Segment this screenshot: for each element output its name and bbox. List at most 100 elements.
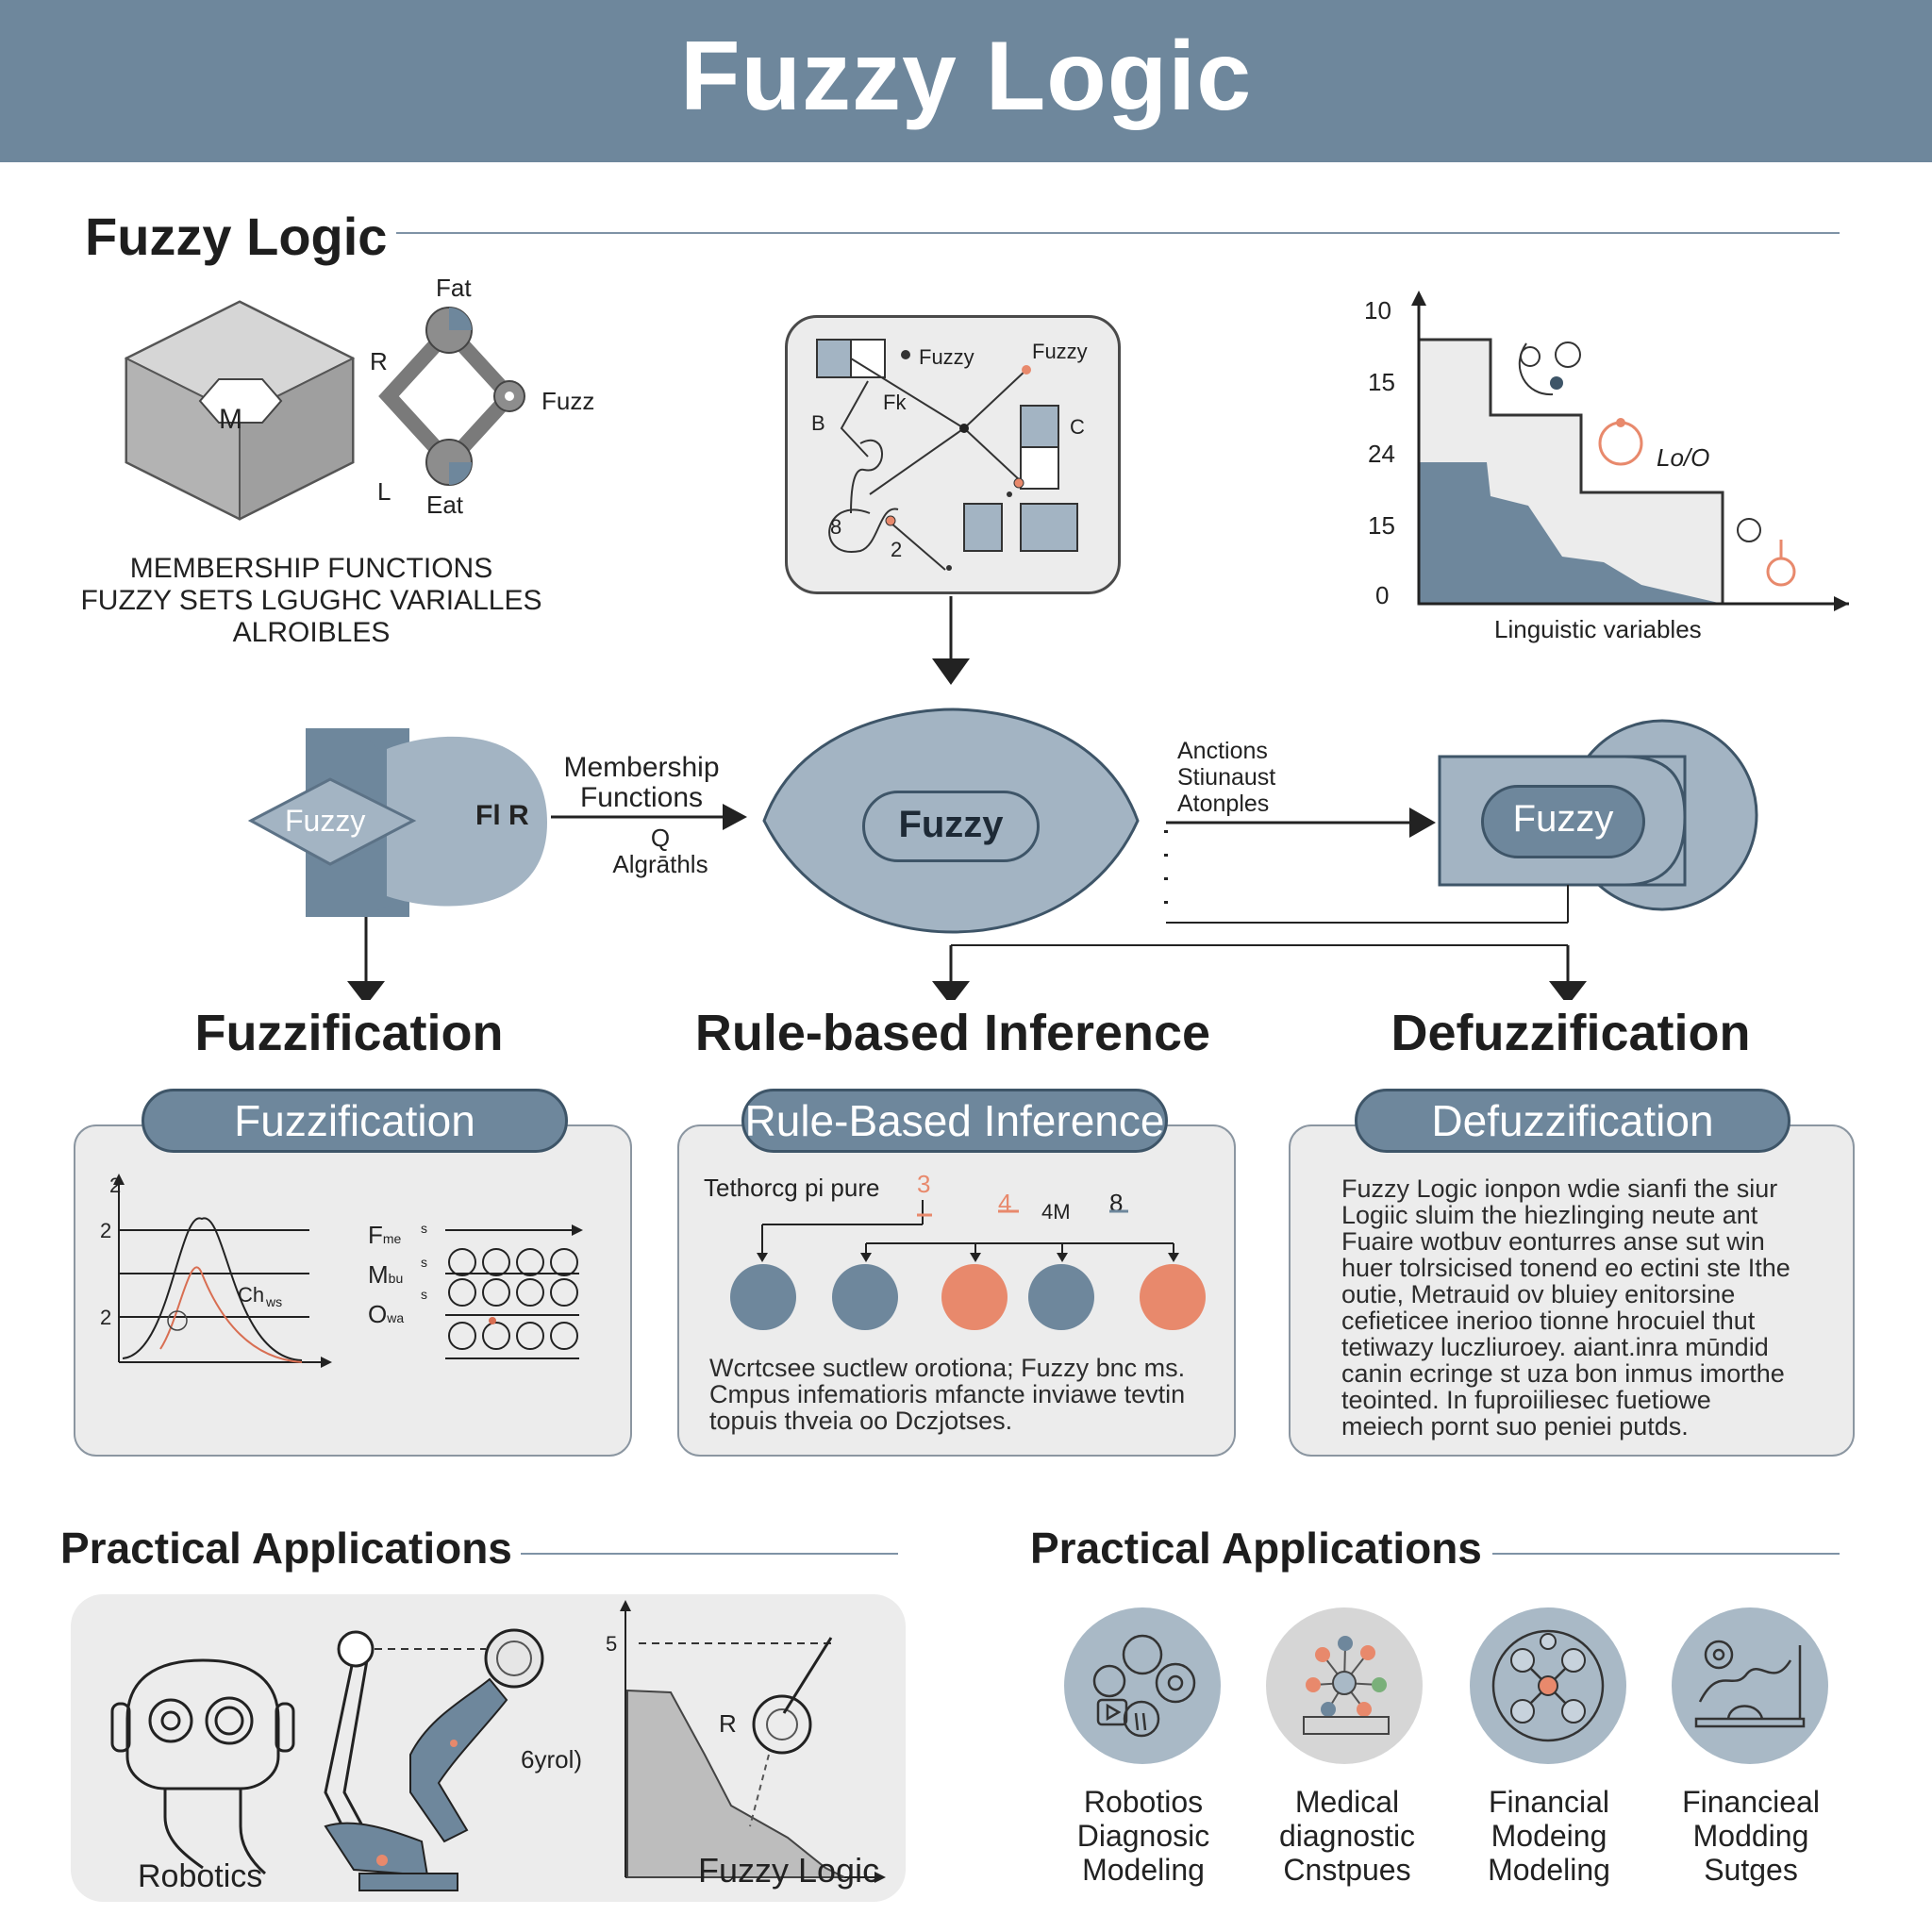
fuzzification-graph: [113, 1174, 583, 1368]
inference-node: [941, 1264, 1008, 1330]
fuzz-ylabel: 2: [109, 1174, 122, 1197]
header-banner: [0, 0, 1932, 162]
inference-line: Wcrtcsee suctlew orotiona; Fuzzy bnc ms.: [709, 1354, 1186, 1382]
diamond-label-bottom-left: L: [377, 477, 391, 506]
fuzz-ylabel: 2: [100, 1306, 112, 1329]
fuzz-row-mark: s: [421, 1221, 427, 1236]
defuzz-line: Fuzzy Logic ionpon wdie sianfi the siur: [1341, 1174, 1778, 1203]
inference-heading: Tethorcg pi pure: [704, 1174, 880, 1202]
defuzz-line: canin ecringe st uza bon inmus imorthe: [1341, 1359, 1785, 1388]
defuzz-line: teointed. In fuproiiliesec fuetiowe: [1341, 1386, 1711, 1414]
app-item-label: Medical diagnostic Cnstpues: [1243, 1785, 1451, 1887]
inference-line: Cmpus infematioris mfancte inviawe tevti…: [709, 1380, 1186, 1408]
defuzzification-paragraph: Fuzzy Logic ionpon wdie sianfi the siur …: [1341, 1175, 1841, 1440]
network-label: 2: [891, 538, 903, 561]
stage-title-inference: Rule-based Inference: [694, 1005, 1211, 1061]
actions-line: Anctions: [1177, 738, 1268, 764]
intro-caption: MEMBERSHIP FUNCTIONS FUZZY SETS LGUGHC V…: [75, 553, 547, 649]
app-item-line: Cnstpues: [1283, 1853, 1411, 1887]
inference-paragraph: Wcrtcsee suctlew orotiona; Fuzzy bnc ms.…: [709, 1355, 1219, 1434]
hexagon-center-label: M: [219, 404, 242, 435]
step-chart: [1411, 291, 1849, 611]
diamond-label-left: R: [370, 347, 388, 375]
app-item-line: Modeling: [1488, 1853, 1610, 1887]
membership-circle-grid: [448, 1248, 578, 1350]
defuzz-line: Fuaire wotbuv eonturres anse sut win: [1341, 1227, 1765, 1256]
diamond-label-bottom: Eat: [426, 491, 464, 519]
network-diagram: [816, 339, 1078, 571]
medical-network-icon: [1266, 1607, 1423, 1764]
app-item-label: Financieal Modding Sutges: [1647, 1785, 1855, 1887]
stage-title-defuzzification: Defuzzification: [1391, 1005, 1751, 1061]
app-item-line: Robotios: [1083, 1785, 1204, 1819]
robot-head-icon: [110, 1658, 295, 1875]
caption-line: ALROIBLES: [232, 617, 391, 648]
page-title: Fuzzy Logic: [679, 22, 1253, 131]
diamond-label-top: Fat: [436, 274, 472, 302]
applications-mini-chart: [620, 1600, 886, 1883]
algorithms-line: Algrāthls: [612, 850, 708, 878]
fuzz-row-mark: s: [421, 1255, 427, 1270]
financial-chart-icon: [1672, 1607, 1828, 1764]
network-label: C: [1070, 415, 1085, 439]
fuzz-row-sub: me: [382, 1231, 402, 1246]
algorithms-label: Q Algrāthls: [566, 824, 755, 877]
financial-network-icon: [1470, 1607, 1626, 1764]
defuzz-line: Logiic sluim the hiezlinging neute ant: [1341, 1201, 1758, 1229]
membership-line: Membership: [563, 752, 720, 783]
inference-node: [1028, 1264, 1094, 1330]
app-arm-label: 6yrol): [521, 1745, 583, 1774]
defuzz-line: tetiwazy luczliuroey. aiant.inra mūndid: [1341, 1333, 1769, 1361]
fuzz-row-letter: F: [368, 1221, 383, 1249]
fuzz-row-letter: O: [368, 1300, 388, 1328]
flow-left-node-label: Fuzzy: [285, 804, 366, 838]
fuzz-ylabel: 2: [100, 1219, 112, 1242]
actions-line: Atonples: [1177, 791, 1270, 817]
app-chart-r-label: R: [719, 1709, 737, 1738]
actions-label: Anctions Stiunaust Atonples: [1177, 738, 1275, 817]
fuzz-row-label: Owa: [368, 1300, 404, 1329]
defuzz-line: meiech pornt suo peniei putds.: [1341, 1412, 1689, 1441]
fuzzification-pill: Fuzzification: [142, 1089, 568, 1153]
caption-line: MEMBERSHIP FUNCTIONS: [129, 553, 493, 584]
membership-functions-label: Membership Functions: [547, 753, 736, 813]
section-rule: [521, 1553, 898, 1555]
flow-center-label: Fuzzy: [898, 804, 1004, 845]
flow-right-label: Fuzzy: [1512, 798, 1614, 840]
fuzz-curve-sub: ws: [266, 1294, 283, 1309]
app-item-line: Modding: [1692, 1819, 1809, 1853]
network-label: B: [811, 411, 825, 435]
inference-node: [730, 1264, 796, 1330]
app-robot-label: Robotics: [138, 1858, 263, 1894]
fuzzification-panel: [74, 1124, 632, 1457]
section-title-applications-right: Practical Applications: [1030, 1524, 1482, 1573]
caption-line: FUZZY SETS LGUGHC VARIALLES: [80, 585, 542, 616]
fuzz-curve-label: Ch: [238, 1283, 265, 1307]
fuzz-row-label: Fme: [368, 1221, 401, 1250]
diamond-label-right: Fuzz: [541, 387, 595, 415]
app-item-line: Financieal: [1682, 1785, 1820, 1819]
app-item-line: diagnostic: [1278, 1819, 1416, 1853]
app-item-label: Financial Modeing Modeling: [1445, 1785, 1653, 1887]
app-item-label: Robotios Diagnosic Modeling: [1040, 1785, 1247, 1887]
app-chart-caption: Fuzzy Logic: [698, 1851, 880, 1890]
app-item-line: Diagnosic: [1076, 1819, 1210, 1853]
section-rule: [396, 232, 1840, 234]
inference-tree: [757, 1200, 1179, 1262]
app-item-line: Financial: [1488, 1785, 1610, 1819]
defuzz-line: outie, Metrauid ov bluiey enitorsine: [1341, 1280, 1736, 1308]
stage-title-fuzzification: Fuzzification: [194, 1005, 504, 1061]
defuzz-line: huer tolrsicised tonend eo ectini ste It…: [1341, 1254, 1790, 1282]
inference-number: 3: [917, 1170, 931, 1198]
actions-line: Stiunaust: [1177, 764, 1276, 791]
app-item-line: Sutges: [1704, 1853, 1798, 1887]
step-chart-ytick: 15: [1368, 368, 1395, 396]
step-chart-xlabel: Linguistic variables: [1494, 615, 1702, 643]
robot-arm-icon: [324, 1628, 544, 1891]
step-chart-ytick: 24: [1368, 440, 1395, 468]
section-title-intro: Fuzzy Logic: [85, 207, 388, 266]
network-label: Fuzzy: [919, 345, 974, 369]
section-title-applications-left: Practical Applications: [60, 1524, 512, 1573]
app-chart-ytick: 5: [606, 1632, 618, 1656]
network-label: Fuzzy: [1032, 340, 1088, 363]
